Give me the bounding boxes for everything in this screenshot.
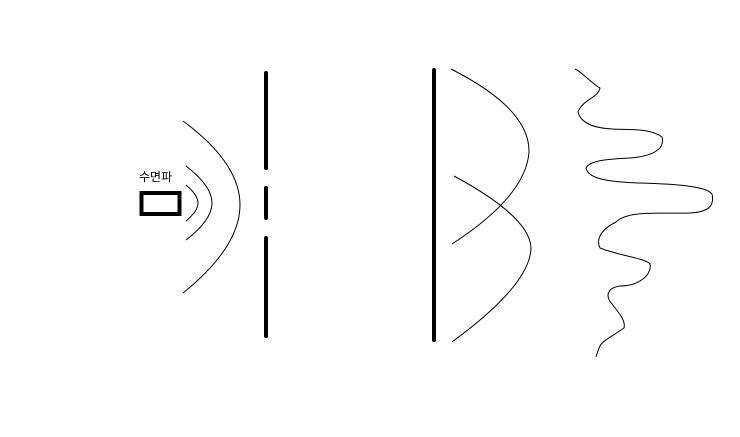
diffracted-wavefronts bbox=[450, 68, 532, 343]
interference-pattern-curve bbox=[574, 68, 714, 358]
wavefront-small bbox=[185, 184, 199, 222]
wave-source-label: 수면파 bbox=[139, 170, 172, 184]
diffracted-wavefront-lower-slit bbox=[451, 175, 532, 343]
wavefront-large bbox=[182, 120, 241, 294]
wavefront-medium bbox=[185, 165, 213, 241]
wave-source-box bbox=[139, 191, 182, 216]
diffracted-wavefront-upper-slit bbox=[450, 68, 530, 245]
incident-wavefronts bbox=[182, 120, 241, 294]
wave-source: 수면파 bbox=[139, 170, 182, 216]
